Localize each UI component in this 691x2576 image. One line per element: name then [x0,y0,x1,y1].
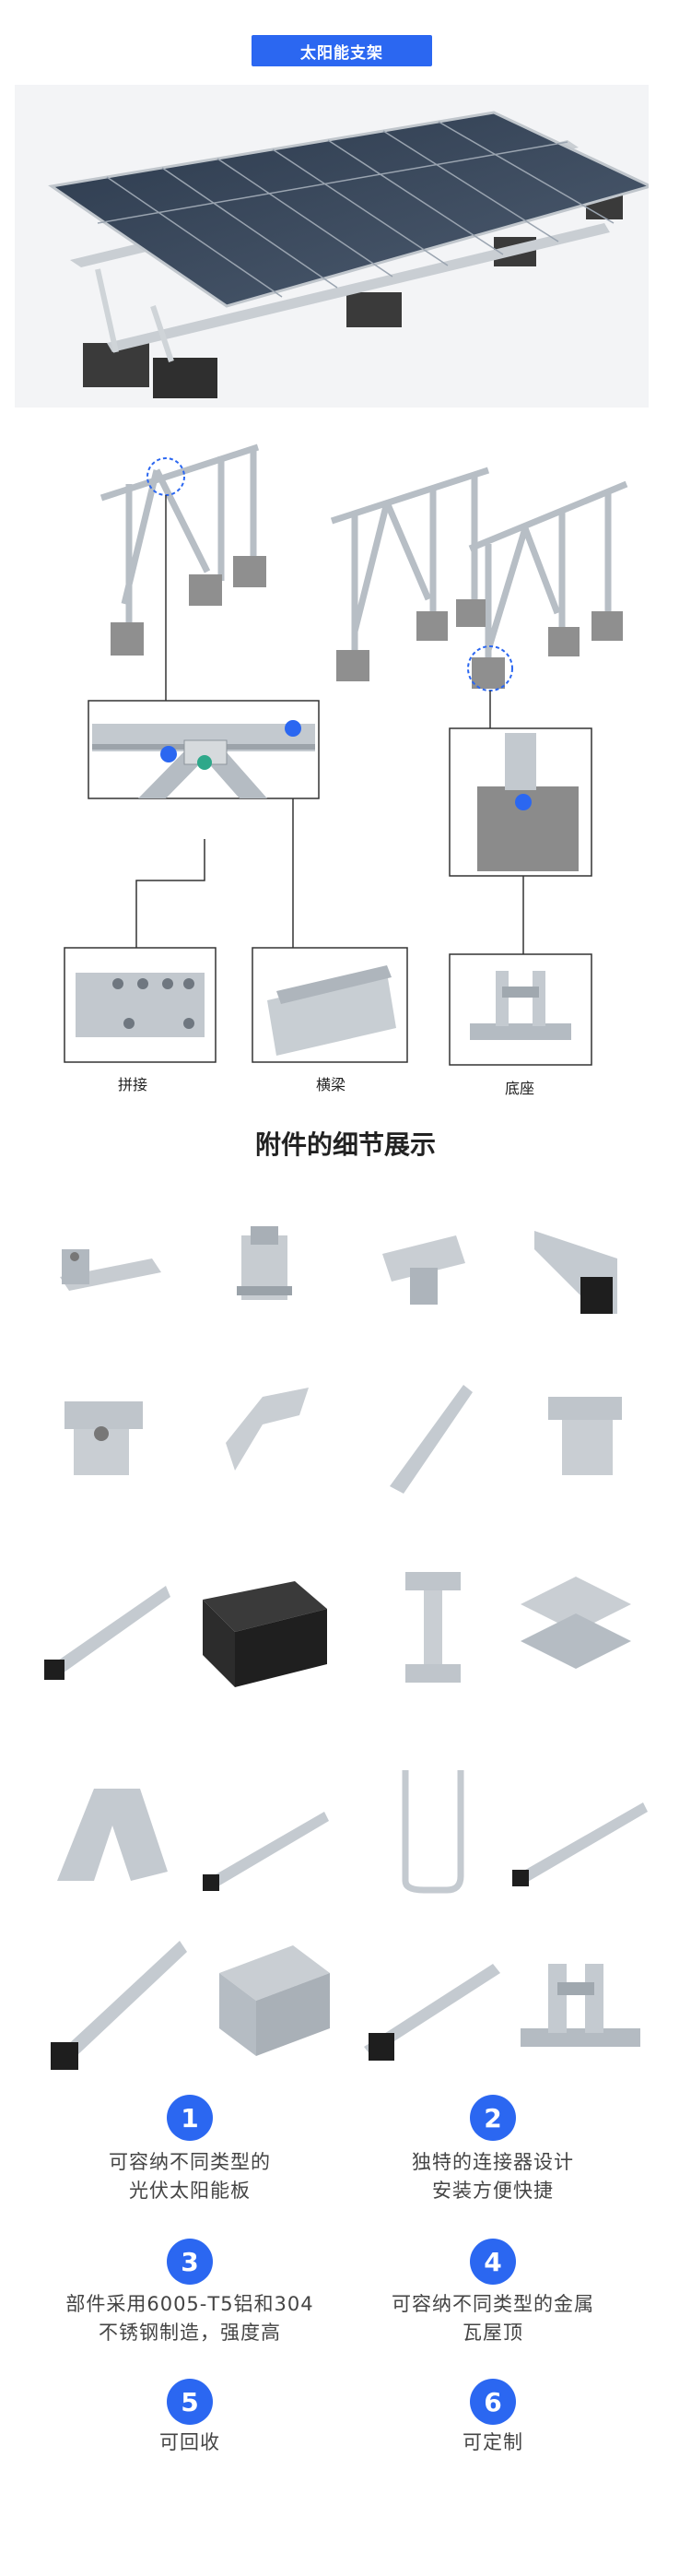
feature-1-number: 1 [167,2095,213,2141]
feature-6-text: 可定制 [336,2428,650,2457]
part-x-bracket-a [382,1563,484,1701]
part-rail-long-a [37,1558,175,1687]
part-post-base [511,1945,650,2065]
part-rail-long-c [505,1789,652,1890]
title-badge: 太阳能支架 [252,35,432,66]
feature-6-line1: 可定制 [463,2431,523,2453]
part-rail-short [376,1376,477,1495]
part-end-clamp [373,1226,474,1318]
structure-diagram: 拼接 横梁 底座 [0,419,691,1102]
feature-4-number: 4 [470,2239,516,2285]
feature-3-number: 3 [167,2239,213,2285]
part-u-bolt [378,1761,479,1899]
part-mid-clamp [214,1217,315,1318]
part-clip-a [51,1388,161,1489]
part-box-bracket [201,1936,339,2065]
solar-array-image [15,85,655,408]
part-u-bracket [39,1770,177,1899]
feature-4-line1: 可容纳不同类型的金属 [392,2293,594,2315]
part-roof-hook [51,1231,170,1314]
feature-4-text: 可容纳不同类型的金属 瓦屋顶 [336,2290,650,2347]
feature-1-line2: 光伏太阳能板 [129,2180,251,2202]
details-title: 附件的细节展示 [254,1129,436,1160]
feature-5-text: 可回收 [33,2428,346,2457]
label-base: 底座 [505,1080,535,1097]
feature-1-text: 可容纳不同类型的 光伏太阳能板 [33,2148,346,2205]
feature-3-text: 部件采用6005-T5铝和304 不锈钢制造，强度高 [33,2290,346,2347]
feature-2-text: 独特的连接器设计 安装方便快捷 [336,2148,650,2205]
feature-6-number: 6 [470,2379,516,2425]
feature-2-line2: 安装方便快捷 [432,2180,554,2202]
part-bracket-a [207,1378,318,1489]
feature-2-number: 2 [470,2095,516,2141]
part-rail-long-b [195,1793,334,1895]
feature-3-line2: 不锈钢制造，强度高 [99,2322,281,2344]
part-rail-long-e [355,1945,502,2065]
feature-1-line1: 可容纳不同类型的 [109,2151,271,2173]
part-rail-long-d [41,1932,189,2070]
label-beam: 横梁 [316,1076,346,1093]
feature-3-line1: 部件采用6005-T5铝和304 [65,2293,314,2315]
part-rail-end [525,1222,627,1323]
feature-5-line1: 可回收 [159,2431,220,2453]
feature-2-line1: 独特的连接器设计 [412,2151,574,2173]
feature-5-number: 5 [167,2379,213,2425]
part-concrete-block [193,1572,332,1692]
label-splice: 拼接 [118,1076,148,1093]
part-x-bracket-b [511,1567,640,1678]
feature-4-line2: 瓦屋顶 [463,2322,523,2344]
part-clip-b [534,1388,636,1489]
